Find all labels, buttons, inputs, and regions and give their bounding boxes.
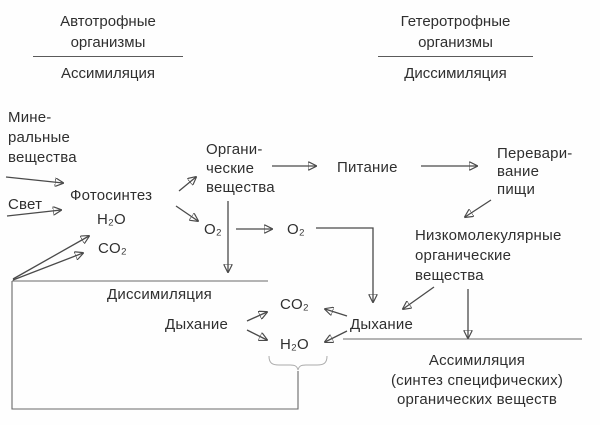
node-respiration-left: Дыхание (165, 316, 229, 333)
arrow-o2-to-respiration-right (316, 227, 373, 302)
arrow-digestion-to-low-molecular (465, 199, 492, 217)
arrow-loop-to-co2 (12, 253, 83, 281)
arrow-respiration-right-to-co2 (325, 309, 348, 317)
arrow-respiration-left-to-co2 (246, 312, 267, 322)
header-autotroph-title: Автотрофные организмы (33, 11, 183, 57)
underbrace-h2o (268, 355, 328, 371)
arrow-loop-to-h2o (12, 236, 89, 280)
node-organic-substances: Органи- ческие вещества (206, 141, 275, 196)
node-assimilation: Ассимиляция (синтез специфических) орган… (390, 352, 564, 408)
arrow-photosynthesis-to-o2 (175, 205, 198, 221)
arrow-respiration-left-to-h2o (246, 329, 267, 340)
node-o2-released: O₂ (204, 221, 222, 238)
arrow-photosynthesis-to-organic (178, 177, 196, 192)
node-digestion: Перевари- вание пищи (497, 145, 573, 198)
arrow-low-molecular-to-respiration (403, 286, 435, 309)
node-light: Свет (8, 196, 43, 213)
header-heterotroph-process: Диссимиляция (404, 65, 507, 82)
node-low-molecular-substances: Низкомолекулярные органические вещества (415, 227, 562, 284)
node-co2-input: CO₂ (98, 240, 127, 257)
node-h2o-input: H₂O (97, 211, 126, 228)
header-autotroph: Автотрофные организмы Ассимиляция (33, 11, 183, 84)
header-heterotroph-title: Гетеротрофные организмы (378, 11, 533, 57)
node-mineral-substances: Мине- ральные вещества (8, 109, 77, 166)
header-heterotroph: Гетеротрофные организмы Диссимиляция (378, 11, 533, 84)
node-dissimilation: Диссимиляция (107, 286, 212, 303)
node-co2-output: CO₂ (280, 296, 309, 313)
node-h2o-output: H₂O (280, 336, 309, 353)
arrow-respiration-right-to-h2o (325, 330, 348, 342)
arrow-mineral-to-photosynthesis (5, 176, 63, 183)
node-nutrition: Питание (337, 159, 398, 176)
node-photosynthesis: Фотосинтез (70, 187, 153, 204)
header-autotroph-process: Ассимиляция (60, 65, 156, 82)
node-respiration-right: Дыхание (350, 316, 414, 333)
node-o2-consumed: O₂ (287, 221, 305, 238)
